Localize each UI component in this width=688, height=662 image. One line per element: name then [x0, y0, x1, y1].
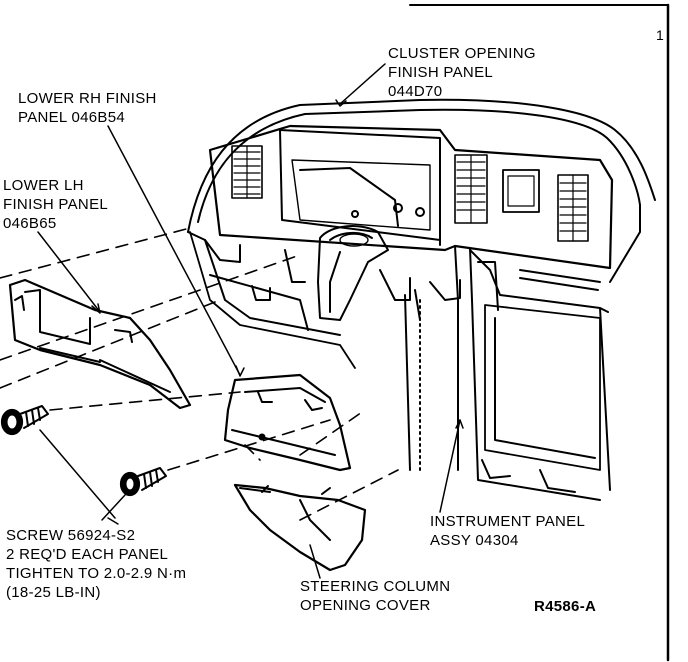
label-steering-column-opening-cover: STEERING COLUMN OPENING COVER — [300, 577, 450, 615]
lower-lh-finish-panel — [8, 278, 192, 410]
label-line: 044D70 — [388, 83, 443, 100]
label-line: OPENING COVER — [300, 597, 431, 614]
label-line: LOWER LH — [3, 177, 84, 194]
label-line: 2 REQ'D EACH PANEL — [6, 546, 169, 563]
label-line: FINISH PANEL — [3, 196, 109, 213]
screw-upper — [0, 405, 49, 436]
lower-rh-finish-panel — [223, 373, 352, 472]
label-screw: SCREW 56924-S2 2 REQ'D EACH PANEL TIGHTE… — [6, 526, 186, 602]
label-instrument-panel-assy: INSTRUMENT PANEL ASSY 04304 — [430, 512, 585, 550]
label-line: CLUSTER OPENING — [388, 45, 536, 62]
instrument-panel-assy — [454, 245, 611, 501]
label-lower-rh-finish-panel: LOWER RH FINISH PANEL 046B54 — [18, 89, 157, 127]
lower-structure — [189, 231, 461, 471]
steering-column — [317, 225, 389, 321]
label-lower-lh-finish-panel: LOWER LH FINISH PANEL 046B65 — [3, 176, 108, 233]
label-line: 046B65 — [3, 215, 57, 232]
label-line: SCREW 56924-S2 — [6, 527, 136, 544]
figure-code: R4586-A — [534, 598, 597, 615]
explosion-lines — [0, 227, 399, 521]
steering-column-cover — [233, 483, 367, 572]
label-line: FINISH PANEL — [388, 64, 494, 81]
leader-lines — [37, 63, 464, 579]
corner-mark: 1 — [656, 27, 664, 43]
dashboard-outline — [187, 98, 656, 283]
label-line: STEERING COLUMN — [300, 578, 451, 595]
screw-lower — [119, 467, 167, 497]
label-line: INSTRUMENT PANEL — [430, 513, 586, 530]
label-line: PANEL 046B54 — [18, 109, 126, 126]
label-line: TIGHTEN TO 2.0-2.9 N·m — [6, 565, 187, 582]
frame-lines — [409, 3, 670, 662]
label-line: ASSY 04304 — [430, 532, 519, 549]
label-line: (18-25 LB-IN) — [6, 584, 101, 601]
label-line: LOWER RH FINISH — [18, 90, 157, 107]
label-cluster-opening-finish-panel: CLUSTER OPENING FINISH PANEL 044D70 — [388, 44, 536, 101]
